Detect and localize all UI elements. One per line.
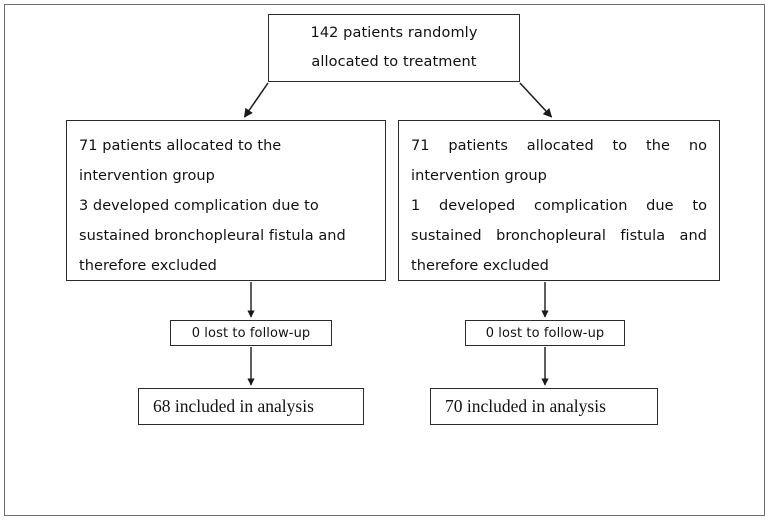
followup-right-box: 0 lost to follow-up — [465, 320, 625, 346]
analysis-right-box: 70 included in analysis — [430, 388, 658, 425]
analysis-left-label: 68 included in analysis — [153, 396, 314, 416]
allocation-right-line-2: intervention group — [411, 168, 547, 184]
allocation-left-line-1: 71 patients allocated to the — [79, 138, 282, 154]
followup-left-box: 0 lost to follow-up — [170, 320, 332, 346]
enrollment-line-2: allocated to treatment — [311, 54, 477, 70]
allocation-right-line-1: 71 patients allocated to the no — [411, 138, 707, 154]
allocation-left-line-5: therefore excluded — [79, 258, 217, 274]
allocation-left-line-4: sustained bronchopleural fistula and — [79, 228, 346, 244]
followup-right-label: 0 lost to follow-up — [485, 325, 605, 341]
figure-frame — [4, 4, 765, 516]
allocation-left-line-3: 3 developed complication due to — [79, 198, 319, 214]
allocation-left-line-2: intervention group — [79, 168, 215, 184]
enrollment-box: 142 patients randomly allocated to treat… — [268, 14, 520, 82]
allocation-left-box: 71 patients allocated to the interventio… — [66, 120, 386, 281]
enrollment-line-1: 142 patients randomly — [310, 25, 478, 41]
analysis-left-box: 68 included in analysis — [138, 388, 364, 425]
allocation-right-line-4: sustained bronchopleural fistula and — [411, 228, 707, 244]
followup-left-label: 0 lost to follow-up — [191, 325, 311, 341]
allocation-right-line-5: therefore excluded — [411, 258, 549, 274]
allocation-right-box: 71 patients allocated to the no interven… — [398, 120, 720, 281]
allocation-right-line-3: 1 developed complication due to — [411, 198, 707, 214]
analysis-right-label: 70 included in analysis — [445, 396, 606, 416]
